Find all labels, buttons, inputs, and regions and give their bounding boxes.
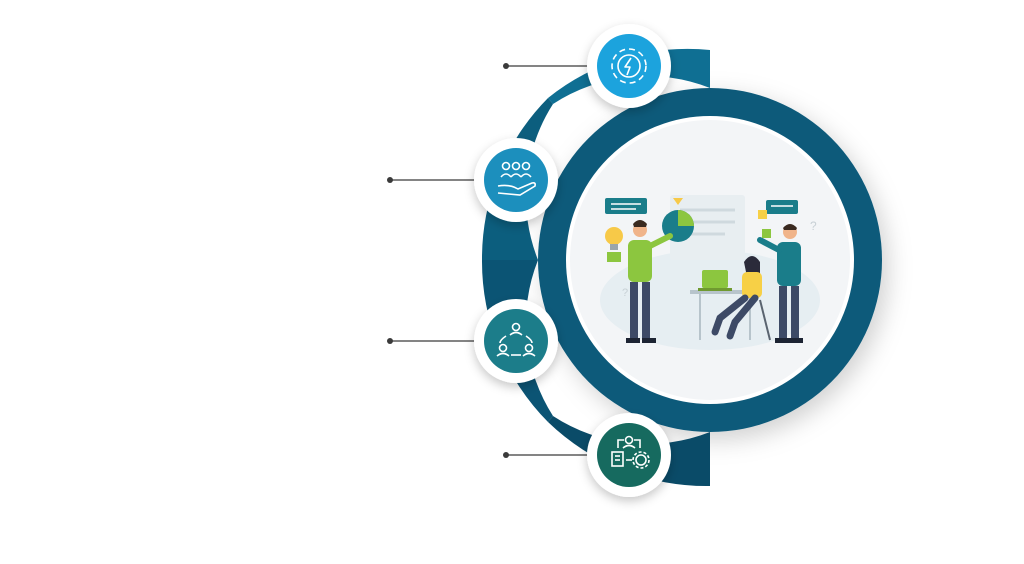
person-presenting	[626, 220, 673, 343]
speech-bubble-right	[766, 200, 798, 214]
laptop-icon	[698, 270, 732, 291]
desk	[690, 290, 760, 294]
person-document-gear-icon	[611, 435, 650, 469]
lightbulb-icon	[605, 227, 623, 262]
node-4[interactable]	[587, 413, 671, 497]
gear-lightning-cycle-icon	[611, 48, 647, 84]
person-seated	[711, 256, 771, 341]
node-3[interactable]	[474, 299, 558, 383]
connectors	[387, 63, 596, 458]
person-standing	[757, 224, 803, 343]
node-1[interactable]	[587, 24, 671, 108]
node-2[interactable]	[474, 138, 558, 222]
team-collaboration-illustration: ? ?	[600, 195, 820, 350]
people-cycle-icon	[496, 322, 536, 357]
speech-bubble-left	[605, 198, 647, 214]
svg-text:?: ?	[622, 287, 628, 299]
svg-text:?: ?	[810, 219, 817, 233]
team-in-hand-icon	[497, 161, 536, 196]
